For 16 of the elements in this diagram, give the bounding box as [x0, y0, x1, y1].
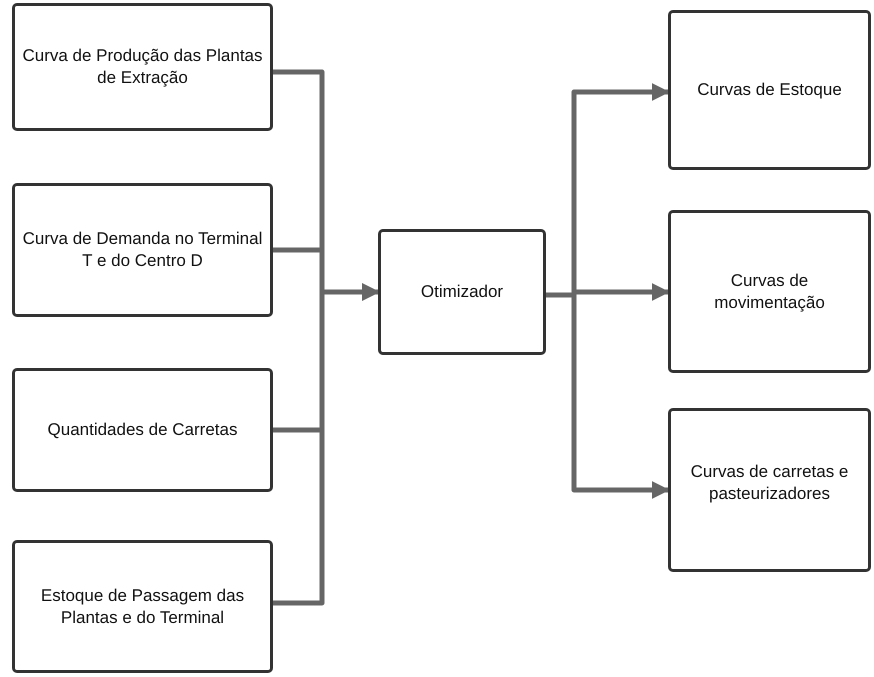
box-label: Curva de Produção das Plantas de Extração — [21, 45, 264, 89]
data-box — [12, 183, 273, 317]
box-label: Curvas de carretas e pasteurizadores — [690, 461, 850, 505]
data-box — [12, 540, 273, 673]
data-box — [668, 408, 871, 572]
data-box — [668, 210, 871, 373]
data-box — [12, 3, 273, 131]
box-label: Curvas de Estoque — [697, 79, 842, 101]
box-label: Otimizador — [420, 281, 504, 303]
data-box — [668, 10, 871, 170]
process-box — [378, 229, 546, 355]
box-label: Curva de Demanda no Terminal T e do Centro D — [22, 228, 264, 272]
box-label: Estoque de Passagem das Plantas e do Terminal — [40, 584, 246, 628]
data-box — [12, 368, 273, 492]
box-label: Curvas de movimentação — [713, 270, 826, 314]
box-label: Quantidades de Carretas — [48, 419, 238, 441]
